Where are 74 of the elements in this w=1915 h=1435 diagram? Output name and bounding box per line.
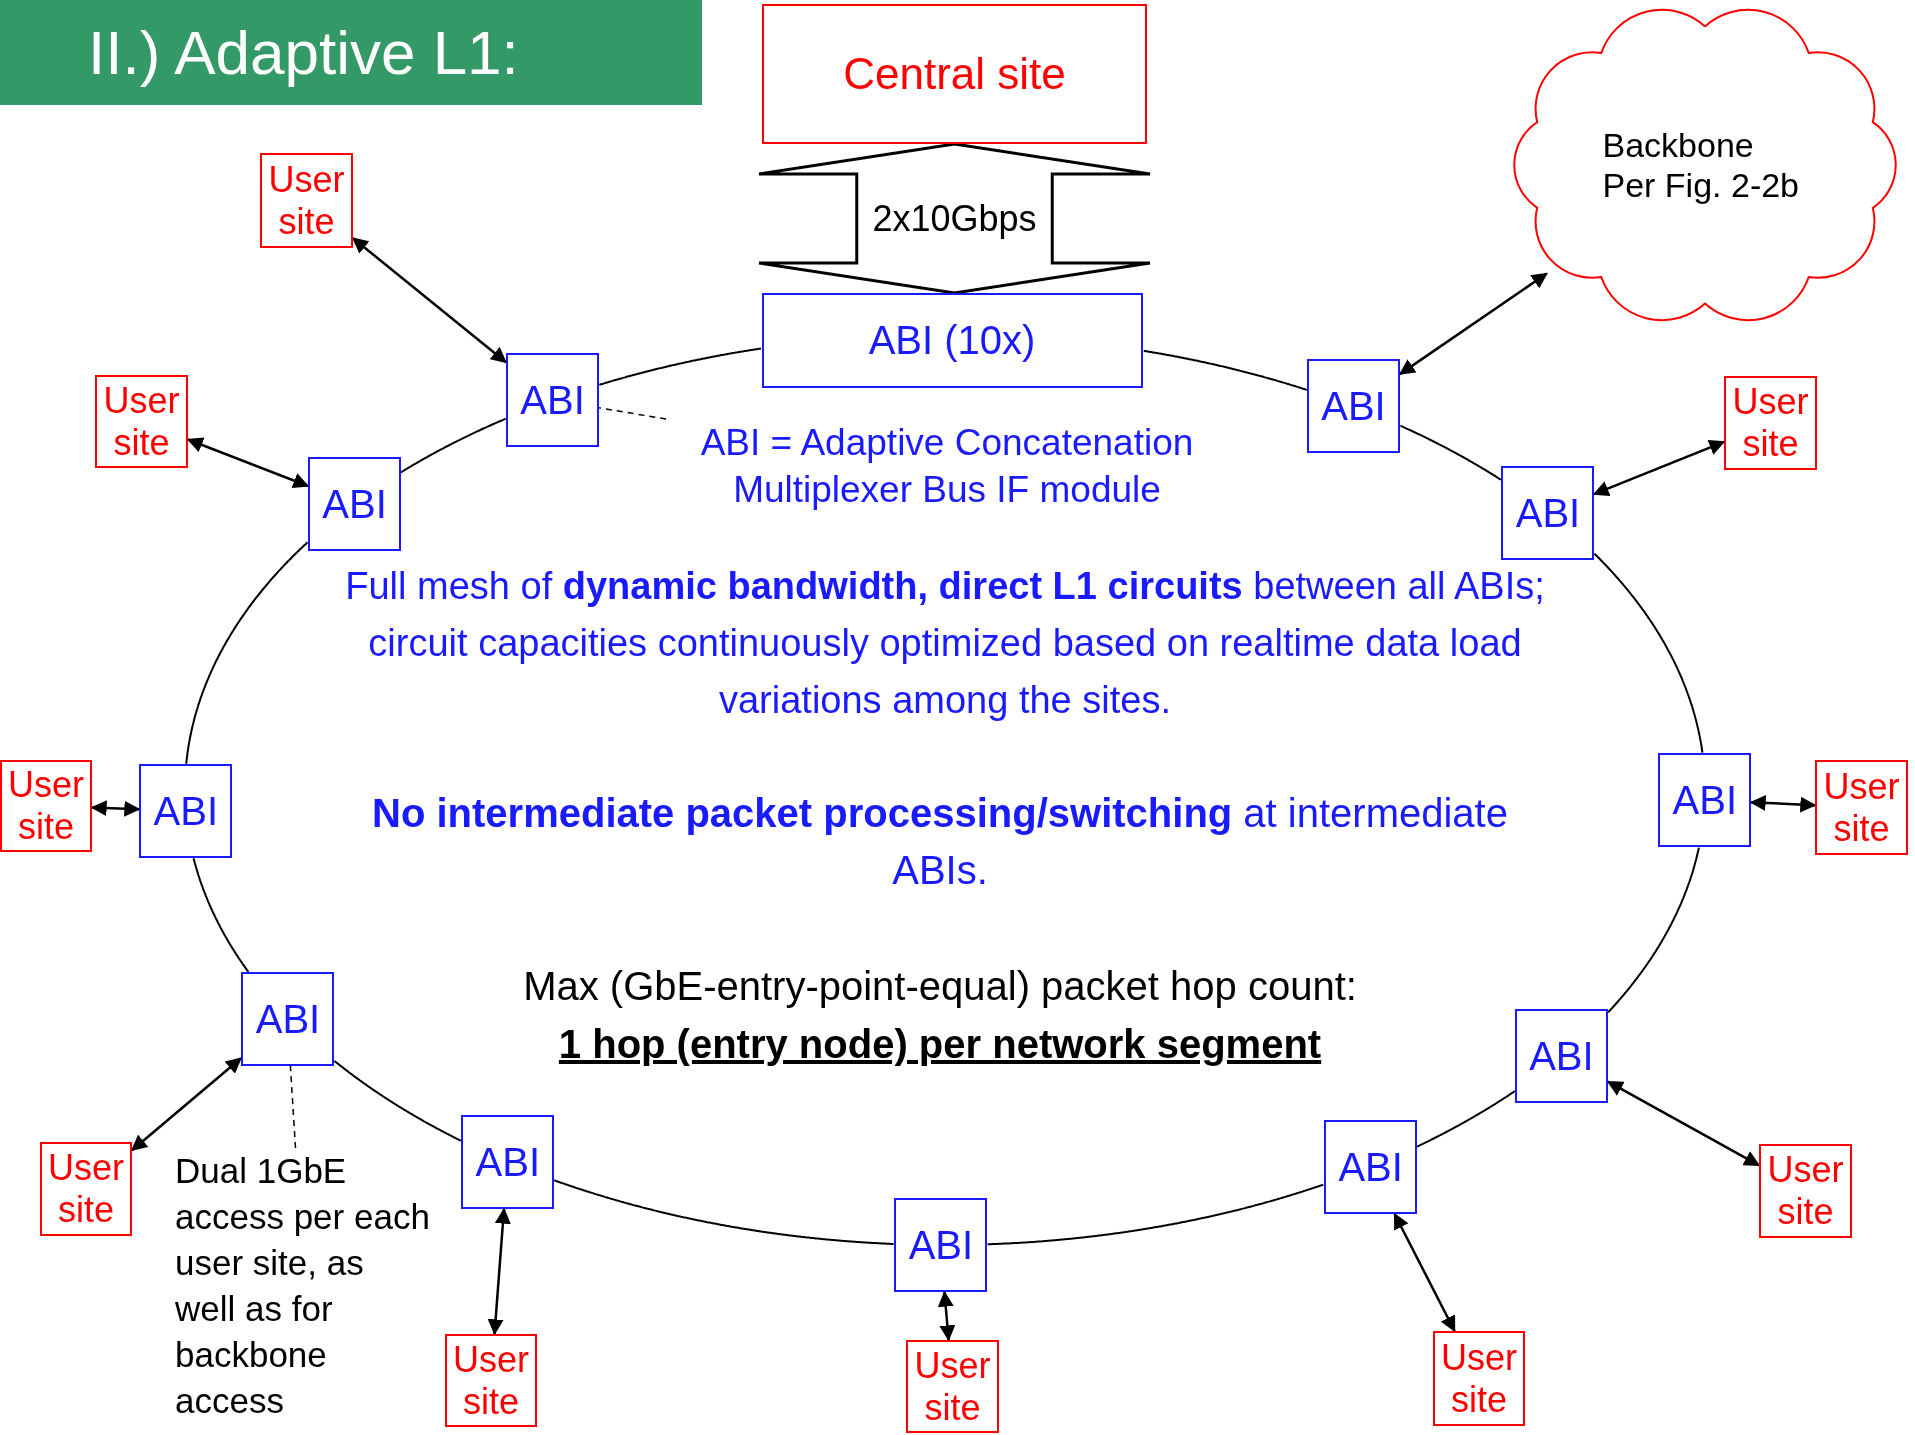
module-label: ABI — [255, 995, 321, 1043]
access-link-arrow — [1398, 272, 1548, 376]
ring-link — [400, 417, 507, 474]
ring-link — [1399, 424, 1502, 481]
site-label: User site — [1822, 765, 1901, 850]
site-label: Central site — [843, 50, 1066, 98]
module-label: ABI — [1515, 490, 1581, 537]
abi-module-box — [1514, 1009, 1608, 1104]
user-site-box — [260, 153, 353, 248]
user-site-box — [445, 1334, 537, 1427]
ring-link — [1416, 1090, 1516, 1148]
site-label: User site — [1766, 1149, 1845, 1233]
ring-link — [986, 1183, 1325, 1246]
ring-link — [192, 857, 250, 973]
ring-link — [1593, 552, 1704, 754]
ring-link — [1607, 846, 1700, 1014]
abi-module-box — [1501, 466, 1595, 560]
access-link-arrow — [1393, 1212, 1456, 1333]
site-label: User site — [452, 1338, 530, 1423]
description-text: Max (GbE-entry-point-equal) packet hop count: — [522, 963, 1358, 1010]
access-link-arrow — [1606, 1080, 1761, 1167]
site-label: User site — [913, 1344, 992, 1429]
emphasis-text: 1 hop (entry node) per network segment — [558, 1021, 1322, 1068]
ring-link — [598, 347, 762, 386]
access-link-arrow — [131, 1057, 242, 1152]
site-label: User site — [267, 158, 346, 243]
ring-link — [185, 541, 309, 765]
module-label: ABI — [908, 1222, 974, 1269]
ring-link — [1142, 349, 1308, 391]
module-label: ABI — [1321, 383, 1386, 431]
module-label: ABI — [153, 787, 219, 835]
description-text: No intermediate packet processing/switching at intermediate ABIs. — [371, 790, 1509, 894]
abi-module-box — [461, 1115, 555, 1210]
abi-module-box — [1324, 1119, 1418, 1214]
ring-link — [333, 1059, 462, 1142]
abi-module-box — [894, 1198, 988, 1292]
user-site-box — [906, 1340, 999, 1433]
abi-module-box — [241, 971, 335, 1066]
annotation-text: ABI = Adaptive Concatenation Multiplexer Bus IF module — [617, 419, 1277, 513]
annotation-text: Dual 1GbE access per each user site, as well as for backbone access — [175, 1148, 433, 1424]
module-label: ABI — [520, 377, 585, 425]
user-site-box — [1724, 376, 1817, 470]
abi-module-box — [761, 292, 1143, 388]
abi-module-box — [308, 456, 402, 551]
ring-link — [553, 1179, 895, 1245]
user-site-box — [1433, 1331, 1525, 1426]
module-label: ABI — [322, 480, 387, 528]
description-text: Full mesh of dynamic bandwidth, direct L1 circuits between all ABIs; circuit capacities continuously optimized based on realtime data load variations among the sites. — [344, 564, 1546, 723]
site-label: User site — [1731, 381, 1810, 465]
abi-module-box — [1658, 753, 1752, 848]
user-site-box — [1815, 760, 1908, 855]
leader-line — [289, 1065, 297, 1149]
module-label: ABI — [475, 1139, 540, 1187]
cloud-label: Backbone Per Fig. 2-2b — [1602, 125, 1801, 205]
user-site-box — [1759, 1144, 1852, 1238]
access-link-arrow — [487, 1207, 511, 1336]
module-label: ABI (10x) — [868, 317, 1036, 364]
abi-module-box — [139, 763, 233, 858]
site-label: User site — [102, 379, 181, 464]
module-label: ABI — [1529, 1033, 1594, 1081]
site-label: User site — [47, 1147, 125, 1231]
module-label: ABI — [1338, 1143, 1403, 1191]
user-site-box — [95, 375, 188, 468]
central-site-box — [762, 4, 1147, 144]
site-label: User site — [1440, 1336, 1518, 1421]
user-site-box — [0, 760, 92, 852]
access-link-arrow — [937, 1290, 956, 1342]
user-site-box — [40, 1142, 132, 1236]
abi-module-box — [1306, 359, 1400, 454]
title-banner: II.) Adaptive L1: — [0, 0, 702, 105]
module-label: ABI — [1672, 777, 1738, 825]
site-label: User site — [7, 764, 85, 848]
leader-line — [598, 407, 667, 420]
abi-module-box — [506, 353, 600, 448]
